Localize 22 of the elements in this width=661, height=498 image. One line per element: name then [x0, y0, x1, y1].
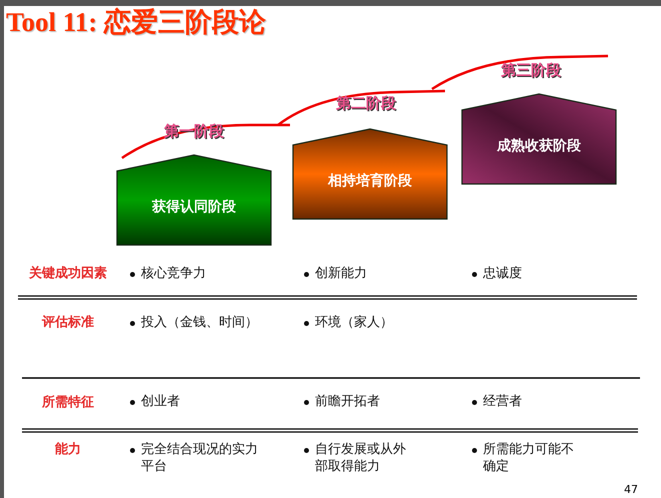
stage-label: 相持培育阶段 — [326, 172, 413, 190]
row-header: 评估标准 — [40, 314, 95, 331]
phase-label: 第三阶段 — [501, 61, 561, 80]
slide-title: Tool 11: 恋爱三阶段论 — [6, 6, 266, 39]
stage-label: 成熟收获阶段 — [496, 137, 582, 155]
table-cell-text: 前瞻开拓者 — [315, 393, 381, 410]
table-cell-text: 环境（家人） — [315, 314, 394, 331]
stage-label: 获得认同阶段 — [151, 198, 237, 216]
table-cell-text: 投入（金钱、时间） — [141, 314, 259, 331]
table-cell-text: 创业者 — [141, 393, 181, 410]
page-number: 47 — [624, 483, 639, 496]
table-cell-text: 所需能力可能不确定 — [483, 441, 575, 475]
row-header: 能力 — [54, 441, 82, 458]
table-cell-text: 经营者 — [483, 393, 523, 410]
row-header: 关键成功因素 — [28, 265, 108, 282]
phase-label: 第二阶段 — [336, 94, 396, 113]
table-cell-text: 自行发展或从外部取得能力 — [315, 441, 407, 475]
table-cell-text: 完全结合现况的实力平台 — [141, 441, 259, 475]
table-cell-text: 忠诚度 — [483, 265, 523, 282]
row-header: 所需特征 — [40, 394, 95, 411]
table-cell-text: 核心竞争力 — [141, 265, 207, 282]
table-cell-text: 创新能力 — [315, 265, 368, 282]
